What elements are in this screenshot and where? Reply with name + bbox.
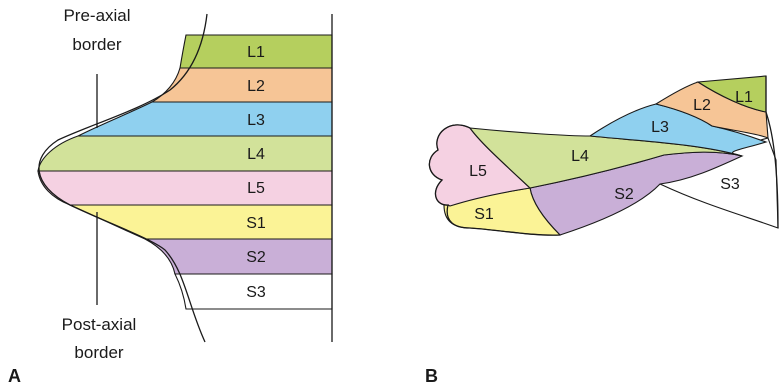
panel-b: L1 L2 L3 L4 L5 S1 S2 S3 B xyxy=(425,75,779,385)
region-l3 xyxy=(588,103,768,157)
band-label-l5: L5 xyxy=(247,180,265,197)
band-label-l3: L3 xyxy=(247,112,265,129)
band-l2 xyxy=(149,67,333,103)
band-s3 xyxy=(174,273,333,310)
post-axial-caption-line1: Post-axial xyxy=(62,315,137,334)
panel-a-label: A xyxy=(8,366,21,385)
band-label-s1: S1 xyxy=(246,215,266,232)
region-label-l1: L1 xyxy=(735,89,753,106)
region-label-l4: L4 xyxy=(571,148,589,165)
region-label-l5: L5 xyxy=(469,163,487,180)
region-l4 xyxy=(468,127,743,189)
panel-a: L1 L2 L3 L4 L5 S1 S2 S3 Pre-axial border… xyxy=(8,6,333,385)
band-l3 xyxy=(77,101,333,137)
limb-outline xyxy=(38,13,208,343)
band-label-l2: L2 xyxy=(247,78,265,95)
post-axial-caption-line2: border xyxy=(74,343,123,362)
region-label-s3: S3 xyxy=(720,176,740,193)
band-label-l1: L1 xyxy=(247,44,265,61)
region-label-s2: S2 xyxy=(614,186,634,203)
band-s2 xyxy=(144,238,333,275)
band-label-s2: S2 xyxy=(246,249,266,266)
foot-outline xyxy=(428,124,561,236)
band-label-l4: L4 xyxy=(247,146,265,163)
band-l4 xyxy=(37,135,333,172)
pre-axial-caption-line1: Pre-axial xyxy=(63,6,130,25)
panel-b-label: B xyxy=(425,366,438,385)
region-label-s1: S1 xyxy=(474,206,494,223)
thigh-outline xyxy=(765,76,779,229)
band-l5 xyxy=(37,170,333,206)
region-label-l2: L2 xyxy=(693,97,711,114)
band-label-s3: S3 xyxy=(246,284,266,301)
pre-axial-caption-line2: border xyxy=(72,35,121,54)
region-label-l3: L3 xyxy=(651,119,669,136)
